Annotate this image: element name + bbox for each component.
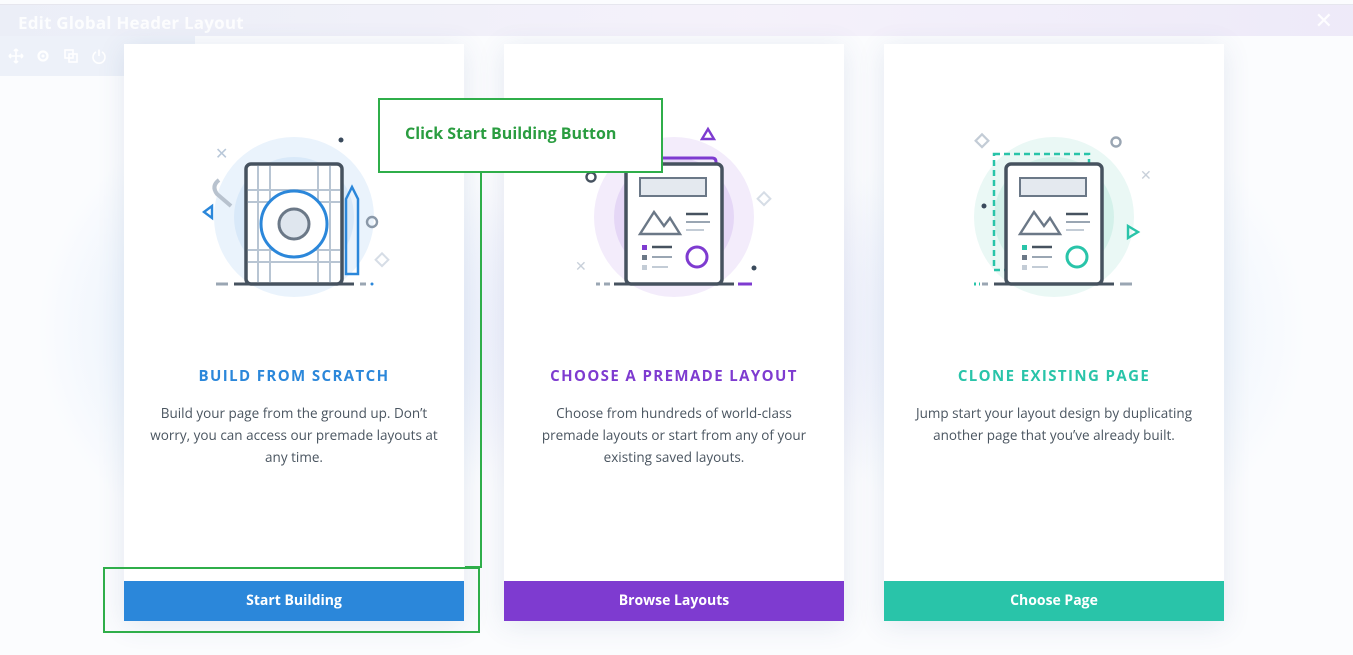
close-icon[interactable]: ✕ xyxy=(1314,5,1333,35)
annotation-highlight-box xyxy=(103,567,480,633)
card-description: Choose from hundreds of world-class prem… xyxy=(541,404,807,466)
card-title: CHOOSE A PREMADE LAYOUT xyxy=(550,366,798,386)
card-title: BUILD FROM SCRATCH xyxy=(198,366,390,386)
duplicate-icon[interactable] xyxy=(63,48,79,64)
choose-page-button[interactable]: Choose Page xyxy=(884,581,1224,621)
svg-text:✕: ✕ xyxy=(1140,168,1152,184)
card-title: CLONE EXISTING PAGE xyxy=(957,366,1151,386)
annotation-connector-line xyxy=(480,172,482,568)
card-description: Build your page from the ground up. Don’… xyxy=(150,404,438,466)
move-icon[interactable] xyxy=(8,48,24,64)
card-description: Jump start your layout design by duplica… xyxy=(915,404,1193,444)
browse-layouts-button[interactable]: Browse Layouts xyxy=(504,581,844,621)
modal-title: Edit Global Header Layout xyxy=(18,11,244,34)
blueprint-icon: ✕ xyxy=(202,137,390,297)
svg-text:✕: ✕ xyxy=(575,259,587,275)
gear-icon[interactable] xyxy=(35,48,51,64)
annotation-text: Click Start Building Button xyxy=(405,122,617,144)
modal-title-bar: Edit Global Header Layout ✕ xyxy=(0,4,1353,36)
clone-document-icon: ✕ xyxy=(974,132,1152,297)
annotation-callout: Click Start Building Button xyxy=(378,98,663,173)
svg-text:✕: ✕ xyxy=(215,144,228,163)
card-clone-existing-page: ✕ CLONE EXISTING PAGE Jump start your la… xyxy=(884,44,1224,621)
start-building-button[interactable]: Start Building xyxy=(124,581,464,621)
power-icon[interactable] xyxy=(91,48,107,64)
layout-document-icon: ✕ xyxy=(575,126,772,297)
